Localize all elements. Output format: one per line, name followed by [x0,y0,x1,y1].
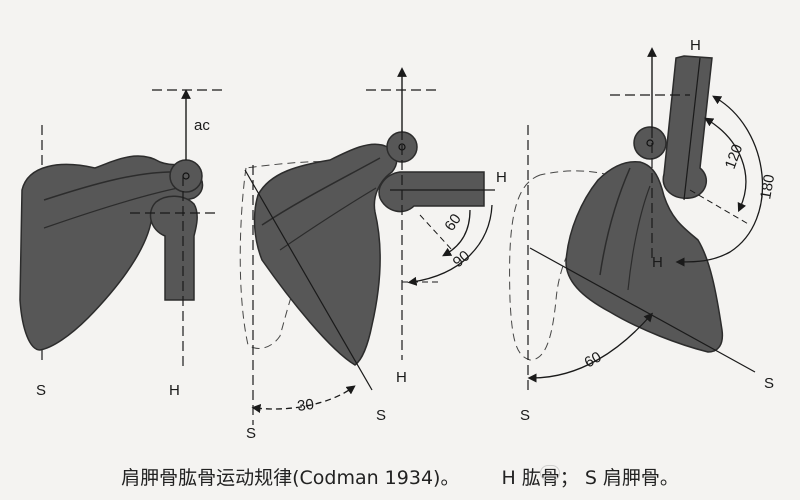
panel-2-spine-ridge [261,157,381,226]
panel-2-scapula [253,143,398,366]
panel-3-scapula-line-label: S [764,375,774,392]
panel-2-scapula-label: S [246,425,256,442]
panel-3-spine-ridge [599,167,631,276]
panel-2-abduction-90: 30 60 90 H H S S [239,67,507,442]
panel-3-abduction-180: 120 180 60 H H S S [509,37,778,424]
panel-2-angle-arc-outer [407,204,493,286]
panel-2-angle-arc-inner [442,209,471,257]
panel-2-angle-inner-label: 60 [441,211,464,234]
panel-3-inner-ray [689,189,751,226]
panel-2-angle-scapula-label: 30 [296,396,315,415]
panel-2-humerus [378,171,485,213]
panel-3-spine-ridge-lower [627,185,651,291]
panel-1-acromion-label: ac [194,117,210,134]
panel-1-humerus-label: H [169,382,180,399]
panel-3-humerus [662,55,713,199]
panel-3-angle-outer-label: 180 [757,173,778,201]
panel-2-scapula-line-label: S [376,407,386,424]
panel-3-scapula-line [529,247,756,373]
panel-3-angle-arc-scapula [527,312,654,383]
watermark [540,458,690,488]
panel-2-angle-arc-scapula [251,385,356,414]
panel-3-scapula-label: S [520,407,530,424]
panel-3-humerus-mid-label: H [652,254,663,271]
panel-3-angle-arc-outer [675,95,764,267]
panel-3-scapula [565,160,724,353]
panel-3-acromion [633,126,667,160]
panel-3-humerus-top-label: H [690,37,701,54]
caption-title: 肩胛骨肱骨运动规律(Codman 1934)。 [121,466,460,489]
panel-1-spine-ridge-lower [43,187,179,229]
panel-2-humerus-arm-label: H [496,169,507,186]
chat-bubble-icon [540,465,560,481]
panel-1-resting: ac S H [19,89,224,399]
panel-3-acromion-center [646,139,654,147]
panel-1-scapula-label: S [36,382,46,399]
panel-2-inner-ray [419,214,453,251]
panel-2-humerus-label: H [396,369,407,386]
panel-1-spine-ridge [43,171,183,201]
panel-2-scapula-line [244,169,373,391]
panel-3-angle-inner-label: 120 [722,142,747,171]
panel-1-acromion [169,159,203,193]
panel-1-humerus [149,195,198,301]
panel-2-spine-ridge-lower [279,187,377,251]
panel-3-angle-scapula-label: 60 [582,348,605,371]
